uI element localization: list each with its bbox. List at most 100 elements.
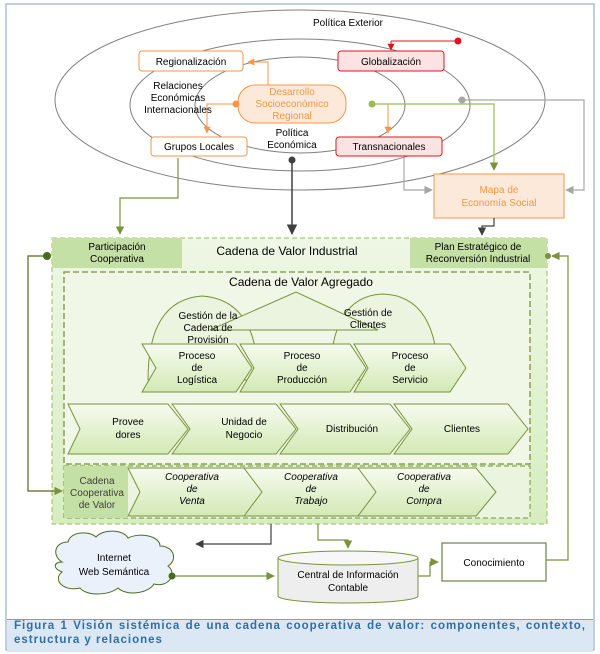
relaciones-line-2: Económicas bbox=[151, 93, 205, 104]
proceso-produccion-chevron bbox=[239, 343, 367, 393]
arrow-central-to-conocimiento bbox=[418, 557, 439, 577]
proceso-logistica-line-2: de bbox=[191, 363, 203, 374]
central-line-1: Central de Información bbox=[297, 570, 398, 581]
bottom-section: Internet Web Semántica Central de Inform… bbox=[54, 251, 569, 604]
middle-ellipse bbox=[129, 38, 471, 172]
cooperativa-label-line-3: de Valor bbox=[79, 500, 116, 511]
proveedores-line-1: Provee bbox=[112, 417, 144, 428]
regionalizacion-label: Regionalización bbox=[156, 57, 227, 68]
globalizacion-label: Globalización bbox=[361, 57, 421, 68]
regionalizacion-box bbox=[138, 50, 244, 72]
proceso-logistica-line-3: Logística bbox=[177, 375, 217, 386]
plan-line-1: Plan Estratégico de bbox=[435, 242, 522, 253]
proceso-produccion-line-1: Proceso bbox=[284, 351, 321, 362]
unidad-negocio-line-1: Unidad de bbox=[221, 417, 267, 428]
proceso-produccion-line-3: Producción bbox=[277, 375, 327, 386]
plan-dot bbox=[545, 253, 551, 259]
arrow-to-transnacionales bbox=[372, 103, 392, 134]
arrow-mapa-to-plan bbox=[477, 218, 495, 236]
conocimiento-box bbox=[441, 542, 547, 582]
gray-dot bbox=[458, 96, 466, 104]
distribucion-chevron bbox=[279, 403, 411, 455]
distribucion-label: Distribución bbox=[326, 424, 378, 435]
transnacionales-box bbox=[335, 136, 443, 157]
inner-ellipse bbox=[194, 56, 406, 154]
cooperativa-compra-chevron bbox=[357, 467, 497, 517]
cooperativa-compra-line-2: de bbox=[418, 484, 430, 495]
arrow-chain-to-internet bbox=[195, 524, 272, 549]
desarrollo-line-1: Desarrollo bbox=[269, 87, 315, 98]
arrow-to-regionalizacion bbox=[247, 58, 269, 85]
cooperativa-venta-line-3: Venta bbox=[179, 496, 205, 507]
industrial-chain: Participación Cooperativa Cadena de Valo… bbox=[43, 237, 551, 525]
desarrollo-line-3: Regional bbox=[272, 111, 311, 122]
proceso-servicio-line-3: Servicio bbox=[392, 375, 428, 386]
arrow-chain-to-central bbox=[317, 524, 353, 549]
gestion-provision-line-3: Provisión bbox=[187, 335, 228, 346]
gestion-provision-line-1: Gestión de la bbox=[179, 311, 238, 322]
grupos-locales-box bbox=[150, 136, 248, 157]
proveedores-chevron bbox=[67, 403, 189, 455]
caption-band bbox=[7, 619, 593, 652]
gestion-provision-line-2: Cadena de bbox=[184, 323, 233, 334]
central-cylinder-body bbox=[277, 558, 419, 604]
proceso-produccion-line-2: de bbox=[296, 363, 308, 374]
proceso-servicio-line-2: de bbox=[404, 363, 416, 374]
mapa-line-2: Economía Social bbox=[461, 198, 536, 209]
arrow-desarrollo-to-mapa bbox=[372, 103, 499, 171]
cooperativa-compra-line-3: Compra bbox=[406, 496, 442, 507]
arrow-transnacionales-to-mapa bbox=[403, 158, 433, 195]
cooperativa-label-line-1: Cadena bbox=[79, 476, 114, 487]
cooperativa-label-box bbox=[64, 466, 128, 518]
figure-caption: Figura 1 Visión sistémica de una cadena … bbox=[14, 620, 586, 646]
mapa-box bbox=[433, 173, 565, 219]
desarrollo-line-2: Socioeconómico bbox=[255, 99, 329, 110]
central-cylinder-top bbox=[277, 550, 419, 566]
cooperativa-trabajo-line-3: Trabajo bbox=[294, 496, 328, 507]
transnacionales-label: Transnacionales bbox=[352, 142, 425, 153]
clientes-label: Clientes bbox=[444, 424, 480, 435]
relaciones-line-3: Internacionales bbox=[144, 105, 212, 116]
grupos-locales-label: Grupos Locales bbox=[164, 142, 234, 153]
participacion-line-1: Participación bbox=[88, 242, 145, 253]
plan-line-2: Reconversión Industrial bbox=[426, 254, 531, 265]
internet-cloud bbox=[54, 530, 175, 595]
proceso-servicio-chevron bbox=[353, 343, 467, 393]
clientes-chevron bbox=[393, 403, 529, 455]
red-dot bbox=[454, 37, 462, 45]
proveedores-line-2: dores bbox=[115, 430, 140, 441]
gestion-clientes-line-1: Gestión de bbox=[344, 308, 393, 319]
participacion-line-2: Cooperativa bbox=[90, 254, 144, 265]
proceso-servicio-line-1: Proceso bbox=[392, 351, 429, 362]
globalizacion-box bbox=[337, 50, 445, 72]
cooperativa-venta-line-2: de bbox=[186, 484, 198, 495]
arrow-conocimiento-to-plan bbox=[546, 251, 569, 561]
conocimiento-label: Conocimiento bbox=[463, 558, 525, 569]
arrow-participacion-loop bbox=[27, 255, 63, 496]
politica-exterior-label: Política Exterior bbox=[313, 18, 384, 29]
plan-box bbox=[410, 238, 547, 268]
internet-line-2: Web Semántica bbox=[79, 567, 150, 578]
internet-line-1: Internet bbox=[97, 553, 131, 564]
unidad-negocio-line-2: Negocio bbox=[226, 430, 263, 441]
politica-economica-line-2: Económica bbox=[267, 140, 317, 151]
proceso-logistica-line-1: Proceso bbox=[179, 351, 216, 362]
proceso-logistica-chevron bbox=[141, 343, 253, 393]
context-section: Política Exterior Regionalización Global… bbox=[54, 9, 585, 219]
arrow-to-grupos bbox=[203, 103, 236, 134]
cooperativa-trabajo-line-2: de bbox=[305, 484, 317, 495]
central-line-2: Contable bbox=[328, 583, 368, 594]
mapa-line-1: Mapa de bbox=[480, 185, 519, 196]
cooperativa-trabajo-line-1: Cooperativa bbox=[284, 472, 338, 483]
participacion-box bbox=[52, 238, 182, 268]
cooperativa-compra-line-1: Cooperativa bbox=[397, 472, 451, 483]
arrow-grupos-to-participacion bbox=[115, 158, 179, 235]
politica-dot bbox=[288, 156, 296, 164]
arrow-exterior-to-mapa bbox=[458, 99, 585, 195]
politica-economica-line-1: Política bbox=[276, 128, 309, 139]
internet-dot bbox=[168, 572, 176, 580]
unidad-negocio-chevron bbox=[171, 403, 297, 455]
industrial-title: Cadena de Valor Industrial bbox=[216, 244, 357, 258]
gestion-clientes-line-2: Clientes bbox=[350, 320, 386, 331]
